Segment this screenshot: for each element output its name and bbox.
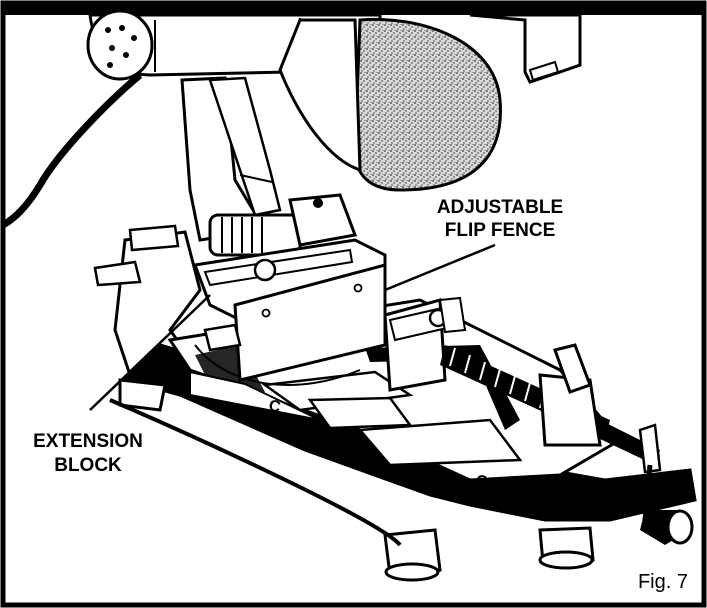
crank-handle	[640, 464, 694, 545]
vise-rear	[538, 343, 662, 474]
extension-block-label-line1: EXTENSION	[33, 431, 143, 452]
vise-jaw	[383, 296, 467, 392]
figure-caption: Fig. 7	[638, 571, 688, 593]
blade-guard	[469, 13, 582, 84]
power-cord	[1, 72, 143, 229]
flip-fence-label-line2: FLIP FENCE	[445, 220, 556, 241]
protractor-scale	[194, 344, 361, 386]
block-leader-line	[89, 294, 211, 411]
fence-leader-line	[384, 243, 496, 292]
pivot-arm	[180, 76, 282, 242]
abrasive-wheel	[353, 17, 502, 192]
extension-block-label-line2: BLOCK	[54, 455, 122, 476]
flip-fence-part	[203, 263, 387, 382]
svg-text:C: C	[474, 472, 489, 491]
hinge-spring	[208, 193, 358, 257]
svg-text:C: C	[267, 397, 282, 416]
wheel-flange	[278, 18, 362, 173]
flip-fence-label-line1: ADJUSTABLE	[437, 197, 563, 218]
base-feet	[109, 378, 595, 582]
top-band	[3, 3, 704, 15]
